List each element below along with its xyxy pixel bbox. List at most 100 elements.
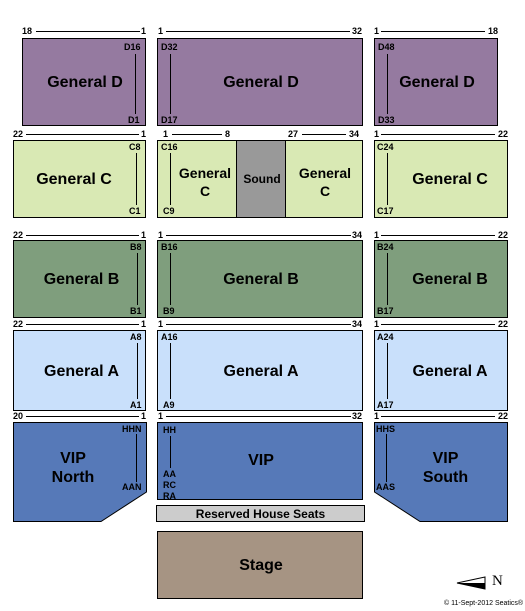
- compass-north-label: N: [492, 573, 503, 589]
- section-label: VIP: [248, 452, 274, 469]
- seat-number-label: 1: [141, 129, 147, 139]
- row-label: B17: [377, 306, 394, 316]
- section-general-c-center-left[interactable]: General C C16 C9: [157, 140, 237, 218]
- row-label: HHS: [376, 424, 396, 434]
- row-label: B1: [130, 306, 142, 316]
- section-label-line1: General: [178, 165, 232, 181]
- section-general-c-left[interactable]: General C C8 C1: [13, 140, 146, 218]
- row-label: AAS: [376, 482, 396, 492]
- section-label: General B: [412, 271, 488, 288]
- seat-number-label: 1: [141, 319, 147, 329]
- row-label: RC: [163, 480, 176, 490]
- row-label: A8: [130, 332, 142, 342]
- section-label: General A: [412, 363, 488, 380]
- reserved-label: Reserved House Seats: [195, 507, 326, 521]
- section-general-a-left[interactable]: General A A8 A1: [13, 330, 146, 411]
- sound-booth: Sound: [236, 140, 286, 218]
- section-label: General A: [223, 363, 299, 380]
- row-label: B24: [377, 242, 394, 252]
- section-general-c-right[interactable]: General C C24 C17: [374, 140, 508, 218]
- section-label: General C: [412, 171, 488, 188]
- section-label-line2: C: [199, 183, 211, 199]
- section-general-a-right[interactable]: General A A24 A17: [374, 330, 508, 411]
- section-label: General B: [43, 271, 120, 288]
- seat-number-label: 1: [158, 26, 164, 36]
- stage-label: Stage: [239, 557, 283, 574]
- row-label: D32: [161, 42, 178, 52]
- row-label: C1: [129, 206, 141, 216]
- seat-number-label: 8: [225, 129, 231, 139]
- section-label-line2: North: [51, 469, 95, 486]
- section-label: General D: [399, 74, 475, 91]
- row-label: B8: [130, 242, 142, 252]
- seat-number-label: 22: [498, 319, 509, 329]
- seat-number-label: 1: [374, 129, 380, 139]
- seat-number-label: 20: [13, 411, 24, 421]
- section-label-line2: C: [319, 183, 331, 199]
- section-general-c-center-right[interactable]: General C: [285, 140, 363, 218]
- seat-number-label: 1: [163, 129, 169, 139]
- section-shape: [374, 422, 508, 522]
- row-label: D16: [124, 42, 141, 52]
- section-vip-north[interactable]: VIP North HHN AAN: [13, 422, 147, 522]
- row-label: C8: [129, 142, 141, 152]
- seat-number-label: 22: [13, 319, 24, 329]
- section-label-line1: VIP: [60, 450, 86, 467]
- seat-number-label: 1: [158, 319, 164, 329]
- row-label: C16: [161, 142, 178, 152]
- row-label: D1: [128, 115, 140, 125]
- section-general-d-left[interactable]: General D D16 D1: [22, 38, 146, 126]
- row-label: AA: [163, 469, 176, 479]
- seat-number-label: 18: [488, 26, 499, 36]
- section-general-b-center[interactable]: General B B16 B9: [157, 240, 363, 318]
- section-general-b-left[interactable]: General B B8 B1: [13, 240, 146, 318]
- seat-number-label: 1: [374, 411, 380, 421]
- seat-number-label: 34: [352, 230, 363, 240]
- section-label-line1: VIP: [432, 450, 459, 467]
- section-vip-center[interactable]: VIP HH AA RC RA: [157, 422, 363, 501]
- seat-number-label: 34: [349, 129, 360, 139]
- row-label: D48: [378, 42, 395, 52]
- row-label: B16: [161, 242, 178, 252]
- row-label: A16: [161, 332, 178, 342]
- section-general-a-center[interactable]: General A A16 A9: [157, 330, 363, 411]
- section-vip-south[interactable]: VIP South HHS AAS: [374, 422, 508, 522]
- section-general-b-right[interactable]: General B B24 B17: [374, 240, 508, 318]
- stage: Stage: [157, 531, 363, 599]
- row-label: D17: [161, 115, 178, 125]
- seat-number-label: 22: [13, 230, 24, 240]
- section-general-d-right[interactable]: General D D48 D33: [374, 38, 498, 126]
- row-label: AAN: [122, 482, 142, 492]
- section-label: General D: [223, 74, 299, 91]
- seat-number-label: 1: [158, 411, 164, 421]
- row-label: A17: [377, 400, 394, 410]
- row-label: HH: [163, 425, 176, 435]
- seat-number-label: 18: [22, 26, 33, 36]
- row-label: C9: [163, 206, 175, 216]
- row-label: A24: [377, 332, 394, 342]
- row-label: A1: [130, 400, 142, 410]
- section-general-d-center[interactable]: General D D32 D17: [157, 38, 363, 126]
- seat-number-label: 34: [352, 319, 363, 329]
- seat-number-label: 1: [141, 230, 147, 240]
- seat-number-label: 1: [141, 411, 147, 421]
- seat-number-label: 22: [13, 129, 24, 139]
- section-shape: [13, 422, 147, 522]
- seat-number-label: 22: [498, 129, 509, 139]
- section-label: General D: [47, 74, 123, 91]
- seat-number-label: 32: [352, 411, 363, 421]
- seat-number-label: 1: [374, 319, 380, 329]
- section-label-line2: South: [422, 469, 469, 486]
- row-label: C17: [377, 206, 394, 216]
- seat-number-label: 32: [352, 26, 363, 36]
- seat-number-label: 1: [141, 26, 147, 36]
- row-label: D33: [378, 115, 395, 125]
- seat-number-label: 22: [498, 230, 509, 240]
- north-arrow-icon: [456, 576, 486, 590]
- seat-number-label: 1: [374, 230, 380, 240]
- seat-number-label: 1: [158, 230, 164, 240]
- row-label: RA: [163, 491, 176, 501]
- copyright: © 11-Sept-2012 Seatics®: [444, 600, 524, 607]
- row-label: C24: [377, 142, 394, 152]
- section-label: General C: [36, 171, 112, 188]
